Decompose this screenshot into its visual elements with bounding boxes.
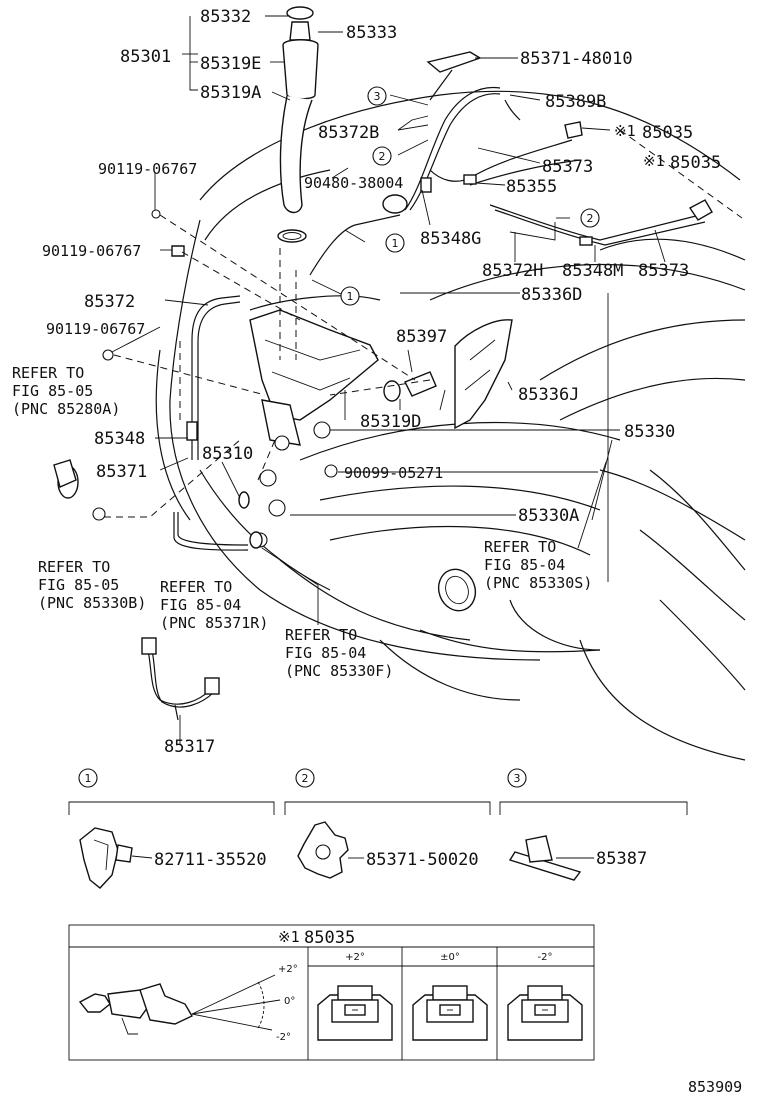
label-90119-a: 90119-06767 (98, 160, 197, 178)
label-85330A: 85330A (518, 506, 579, 526)
detail-col-zero: ±0° (440, 952, 460, 963)
legend-label-82711-35520: 82711-35520 (154, 850, 267, 870)
label-85397: 85397 (396, 327, 447, 347)
legend-callout-1: 1 (85, 772, 92, 785)
detail-col-plus2: +2° (345, 952, 365, 963)
fog-lamp-ring (437, 568, 477, 612)
label-85348G: 85348G (420, 229, 481, 249)
legend-label-85371-50020: 85371-50020 (366, 850, 479, 870)
note-mark-b: ※1 (643, 152, 665, 170)
angle-zero: 0° (284, 996, 295, 1007)
angle-minus2: -2° (276, 1032, 291, 1043)
label-85372H: 85372H (482, 261, 543, 281)
legend-label-85387: 85387 (596, 849, 647, 869)
ref-2-line-1: REFER TO (38, 558, 110, 576)
label-85319E: 85319E (200, 54, 261, 74)
reference-notes: REFER TO FIG 85-05 (PNC 85280A) REFER TO… (12, 364, 592, 680)
ref-3-line-2: FIG 85-04 (160, 596, 241, 614)
ref-1-line-1: REFER TO (12, 364, 84, 382)
label-85035-a: 85035 (642, 123, 693, 143)
nozzle-face-zero (412, 985, 488, 1041)
label-90119-c: 90119-06767 (46, 320, 145, 338)
label-85330: 85330 (624, 422, 675, 442)
label-85348: 85348 (94, 429, 145, 449)
ref-2-line-2: FIG 85-05 (38, 576, 119, 594)
callouts: 3 2 2 1 1 (340, 86, 600, 306)
wiring-harness (141, 637, 220, 721)
callout-3: 3 (374, 90, 381, 103)
filler-cap-assembly (277, 6, 319, 243)
label-85332: 85332 (200, 7, 251, 27)
ref-5-line-3: (PNC 85330S) (484, 574, 592, 592)
washer-tank (249, 309, 379, 548)
callout-1-a: 1 (392, 237, 399, 250)
label-90099-05271: 90099-05271 (344, 464, 443, 482)
label-85373-b: 85373 (638, 261, 689, 281)
callout-2-b: 2 (587, 212, 594, 225)
detail-title: 85035 (304, 928, 355, 948)
label-85301: 85301 (120, 47, 171, 67)
label-85389B: 85389B (545, 92, 606, 112)
label-85319D: 85319D (360, 412, 421, 432)
leader-lines (111, 15, 666, 745)
ref-1-line-2: FIG 85-05 (12, 382, 93, 400)
callout-1-b: 1 (347, 290, 354, 303)
part-labels: 85332 85333 85301 85319E 85319A 85371-48… (42, 7, 721, 757)
label-85371-48010: 85371-48010 (520, 49, 633, 69)
washer-cover (454, 319, 513, 430)
guide-lines (104, 129, 743, 518)
label-90480-38004: 90480-38004 (304, 174, 403, 192)
label-85333: 85333 (346, 23, 397, 43)
ref-3-line-1: REFER TO (160, 578, 232, 596)
nozzle-face-plus2 (317, 985, 393, 1041)
legend-callout-2: 2 (302, 772, 309, 785)
ref-2-line-3: (PNC 85330B) (38, 594, 146, 612)
label-90119-b: 90119-06767 (42, 242, 141, 260)
label-85319A: 85319A (200, 83, 261, 103)
ref-4-line-1: REFER TO (285, 626, 357, 644)
figure-id: 853909 (688, 1078, 742, 1096)
label-85336J: 85336J (518, 385, 579, 405)
label-85035-b: 85035 (670, 153, 721, 173)
legend-sections: 1 2 3 82711-35520 85371-50020 85387 (68, 768, 688, 889)
ref-4-line-3: (PNC 85330F) (285, 662, 393, 680)
aiming-detail-table: ※1 85035 +2° ±0° -2° +2° 0° -2° (68, 924, 595, 1061)
nozzle-face-minus2 (507, 985, 583, 1041)
ref-5-line-1: REFER TO (484, 538, 556, 556)
detail-title-mark: ※1 (278, 928, 300, 946)
label-85373-a: 85373 (542, 157, 593, 177)
ref-1-line-3: (PNC 85280A) (12, 400, 120, 418)
label-85372B: 85372B (318, 123, 379, 143)
label-85355: 85355 (506, 177, 557, 197)
angle-plus2: +2° (278, 964, 298, 975)
washer-hoses (173, 69, 706, 551)
label-85317: 85317 (164, 737, 215, 757)
nozzle-joints (102, 51, 713, 361)
note-mark-a: ※1 (614, 122, 636, 140)
label-85310: 85310 (202, 444, 253, 464)
label-85348M: 85348M (562, 261, 623, 281)
label-85372: 85372 (84, 292, 135, 312)
ref-3-line-3: (PNC 85371R) (160, 614, 268, 632)
callout-2-a: 2 (379, 150, 386, 163)
label-85371: 85371 (96, 462, 147, 482)
detail-col-minus2: -2° (538, 952, 553, 963)
label-85336D: 85336D (521, 285, 582, 305)
ref-4-line-2: FIG 85-04 (285, 644, 366, 662)
hose-joint-85348 (186, 421, 198, 441)
ref-5-line-2: FIG 85-04 (484, 556, 565, 574)
legend-callout-3: 3 (514, 772, 521, 785)
